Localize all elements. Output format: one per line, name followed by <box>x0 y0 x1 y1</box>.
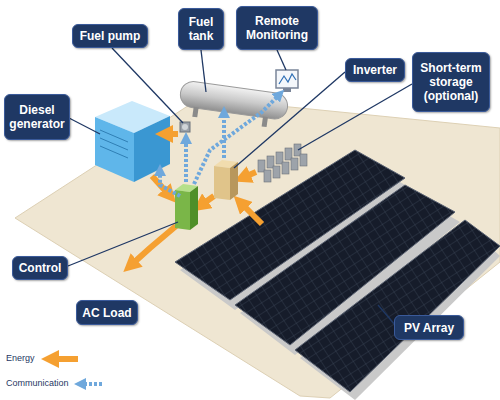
callout-text: PV Array <box>404 321 454 335</box>
leader-line <box>68 222 178 266</box>
legend-text: Communication <box>6 378 69 388</box>
legend-text: Energy <box>6 353 35 363</box>
callout-text: AC Load <box>82 306 131 320</box>
monitor-stand <box>283 88 291 92</box>
callout-box: Fuel tank <box>178 8 224 50</box>
communication-arrow <box>222 112 226 158</box>
callout-text: Fuel pump <box>80 29 141 43</box>
diesel-generator-icon <box>95 101 170 182</box>
callout-text: Control <box>19 261 62 275</box>
tank-leg <box>262 116 268 127</box>
battery <box>291 158 298 170</box>
leader-line <box>201 50 206 92</box>
fuel-tank-icon <box>177 80 289 130</box>
energy-flows <box>130 134 262 266</box>
leader-line <box>277 50 286 70</box>
tank-leg <box>192 107 198 118</box>
callout-text: Inverter <box>353 63 397 77</box>
callout-box: Remote Monitoring <box>236 6 318 50</box>
communication-arrow <box>160 170 180 196</box>
pump-wheel <box>182 124 188 130</box>
communication-flows <box>160 94 280 196</box>
callout-box: Short-term storage (optional) <box>412 52 490 112</box>
pv-panels <box>175 150 500 392</box>
energy-arrow <box>164 131 178 137</box>
callout-box: Control <box>12 256 68 280</box>
inverter-cabinet-icon <box>214 160 238 200</box>
callout-box: PV Array <box>394 315 464 340</box>
battery <box>282 162 289 174</box>
energy-arrow <box>200 196 214 206</box>
fuel-pump-icon <box>180 122 190 132</box>
energy-arrow <box>242 172 256 178</box>
control-cabinet-icon <box>175 184 198 230</box>
callout-text: Short-term storage (optional) <box>416 61 486 103</box>
callout-box: AC Load <box>76 300 138 325</box>
battery <box>273 166 280 178</box>
energy-arrow <box>240 202 262 224</box>
monitor-screen <box>276 70 298 88</box>
battery <box>300 154 307 166</box>
callout-box: Inverter <box>345 58 405 82</box>
legend-energy-sample <box>50 356 78 362</box>
legend-communication-sample <box>80 382 102 386</box>
callout-text: Diesel generator <box>8 103 66 131</box>
leader-lines <box>68 48 412 326</box>
monitor-graph <box>279 74 296 84</box>
battery <box>264 170 271 182</box>
monitor-icon <box>276 70 298 92</box>
callout-text: Fuel tank <box>182 15 220 43</box>
callout-box: Fuel pump <box>72 24 148 48</box>
generator-side <box>134 116 170 182</box>
generator-front <box>95 117 134 182</box>
cabinet-side <box>190 186 198 230</box>
generator-vents <box>100 130 128 158</box>
callout-text: Remote Monitoring <box>240 14 314 42</box>
communication-arrow <box>184 138 188 182</box>
callout-box: Diesel generator <box>4 94 70 140</box>
pump-body <box>180 122 190 132</box>
pv-panel <box>295 220 500 392</box>
leader-line <box>69 118 100 134</box>
leader-line <box>234 72 345 168</box>
leader-line <box>298 84 412 150</box>
cabinet-front <box>214 166 230 200</box>
leader-line <box>112 48 183 123</box>
platform <box>15 98 500 398</box>
